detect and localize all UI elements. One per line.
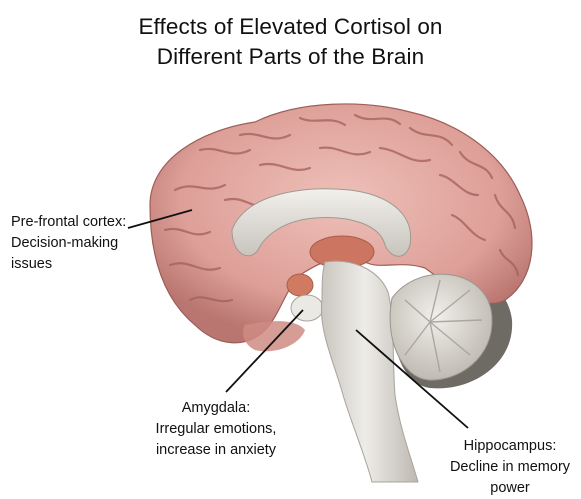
prefrontal-line-1: Pre-frontal cortex:	[11, 212, 126, 233]
hippocampus-line-1: Hippocampus:	[447, 436, 573, 457]
amygdala-line-2: Irregular emotions,	[151, 419, 281, 440]
hippocampus-line-2: Decline in memory	[447, 457, 573, 478]
temporal-lobe	[243, 321, 305, 351]
amygdala	[287, 274, 313, 296]
label-prefrontal-cortex: Pre-frontal cortex: Decision-making issu…	[11, 212, 126, 275]
prefrontal-line-2: Decision-making	[11, 233, 126, 254]
hippocampus-line-3: power	[447, 478, 573, 499]
prefrontal-line-3: issues	[11, 254, 126, 275]
label-hippocampus: Hippocampus: Decline in memory power	[447, 436, 573, 499]
amygdala-line-1: Amygdala:	[151, 398, 281, 419]
amygdala-line-3: increase in anxiety	[151, 440, 281, 461]
label-amygdala: Amygdala: Irregular emotions, increase i…	[151, 398, 281, 461]
